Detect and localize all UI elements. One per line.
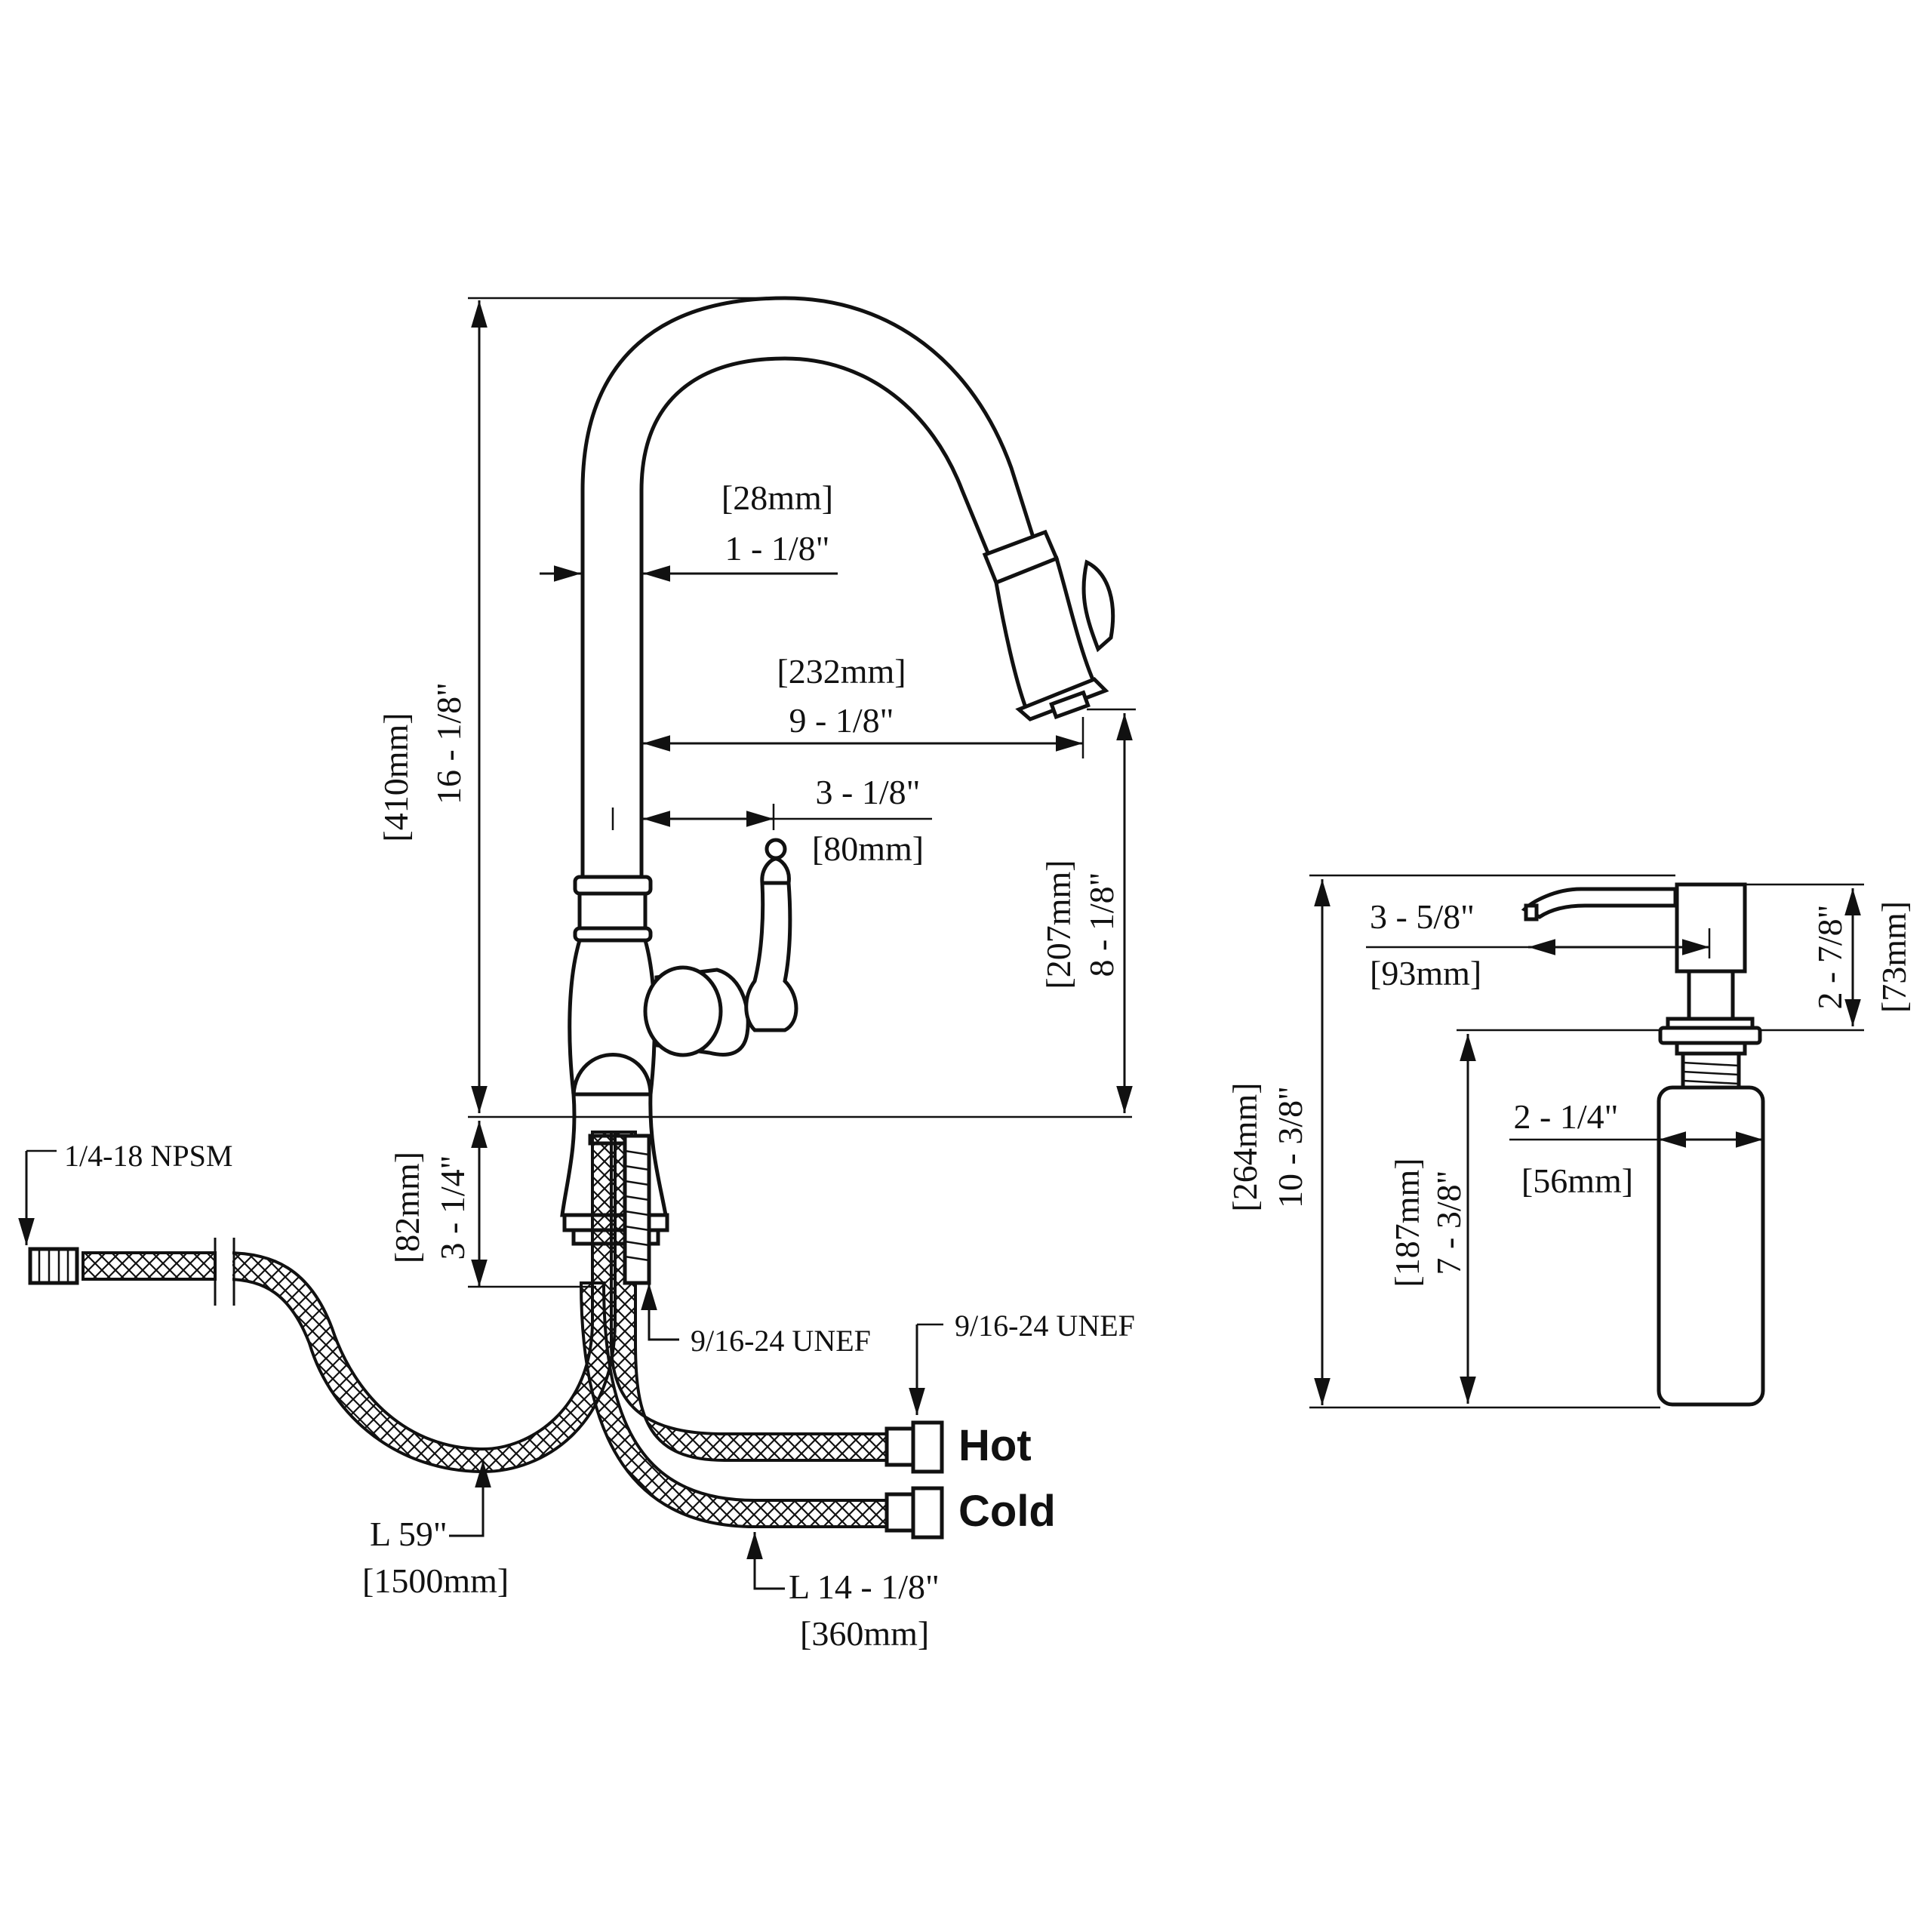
dispenser-total-mm: [264mm] bbox=[1226, 1082, 1264, 1211]
reach-in: 9 - 1/8" bbox=[789, 701, 894, 740]
hot-nut bbox=[884, 1426, 915, 1467]
cold-label: Cold bbox=[958, 1487, 1056, 1536]
dispenser-top-mm: [73mm] bbox=[1875, 901, 1913, 1013]
supply-hose-in: L 14 - 1/8" bbox=[789, 1567, 940, 1606]
spout-height-mm: [207mm] bbox=[1039, 860, 1078, 989]
spray-hose-end bbox=[82, 1251, 217, 1281]
spray-hose-in: L 59" bbox=[370, 1515, 448, 1553]
bottle-height-mm: [187mm] bbox=[1388, 1158, 1426, 1287]
dispenser-neck bbox=[1687, 969, 1735, 1023]
reach-mm: [232mm] bbox=[777, 652, 906, 691]
overall-height-in: 16 - 1/8" bbox=[429, 682, 468, 804]
spray-connector bbox=[28, 1247, 79, 1285]
bottle-height-in: 7 - 3/8" bbox=[1429, 1171, 1468, 1275]
dispenser-dimensions bbox=[1309, 874, 1864, 1409]
bottle-dia-mm: [56mm] bbox=[1521, 1161, 1633, 1200]
handle-in: 3 - 1/8" bbox=[816, 773, 921, 811]
bottle-dia-in: 2 - 1/4" bbox=[1514, 1097, 1619, 1136]
spout-dia-mm: [28mm] bbox=[721, 478, 833, 517]
faucet-dimensions bbox=[18, 297, 1136, 1590]
overall-height-mm: [410mm] bbox=[377, 712, 415, 841]
dispenser-total-in: 10 - 3/8" bbox=[1271, 1086, 1309, 1208]
dispenser-spout bbox=[1521, 887, 1678, 919]
faucet-dimension-labels: [410mm] 16 - 1/8" [28mm] 1 - 1/8" [232mm… bbox=[64, 478, 1135, 1653]
cold-nut bbox=[884, 1492, 915, 1533]
hot-label: Hot bbox=[958, 1421, 1032, 1470]
cold-hose bbox=[579, 1281, 888, 1528]
dispenser-top-in: 2 - 7/8" bbox=[1810, 905, 1849, 1010]
hot-hose bbox=[610, 1131, 888, 1462]
handle-mm: [80mm] bbox=[812, 829, 924, 868]
dispenser-spout-mm: [93mm] bbox=[1370, 954, 1481, 992]
spray-thread: 1/4-18 NPSM bbox=[64, 1139, 232, 1173]
supply-thread: 9/16-24 UNEF bbox=[955, 1309, 1135, 1343]
faucet-drawing bbox=[28, 296, 1115, 1540]
spray-head bbox=[982, 529, 1115, 721]
shank-in: 3 - 1/4" bbox=[433, 1155, 472, 1260]
supply-hose-mm: [360mm] bbox=[800, 1614, 929, 1653]
soap-dispenser-drawing bbox=[1521, 882, 1765, 1407]
shank-thread: 9/16-24 UNEF bbox=[691, 1324, 871, 1358]
spout-height-in: 8 - 1/8" bbox=[1082, 872, 1121, 977]
dispenser-spout-in: 3 - 5/8" bbox=[1370, 897, 1475, 936]
spout-dia-in: 1 - 1/8" bbox=[725, 529, 830, 568]
dispenser-dimension-labels: 3 - 5/8" [93mm] 2 - 7/8" [73mm] [264mm] … bbox=[1226, 897, 1913, 1287]
shank-mm: [82mm] bbox=[388, 1152, 426, 1263]
dispenser-pump-head bbox=[1675, 882, 1747, 974]
spray-hose-mm: [1500mm] bbox=[362, 1561, 509, 1600]
dispenser-bottle bbox=[1657, 1085, 1765, 1407]
